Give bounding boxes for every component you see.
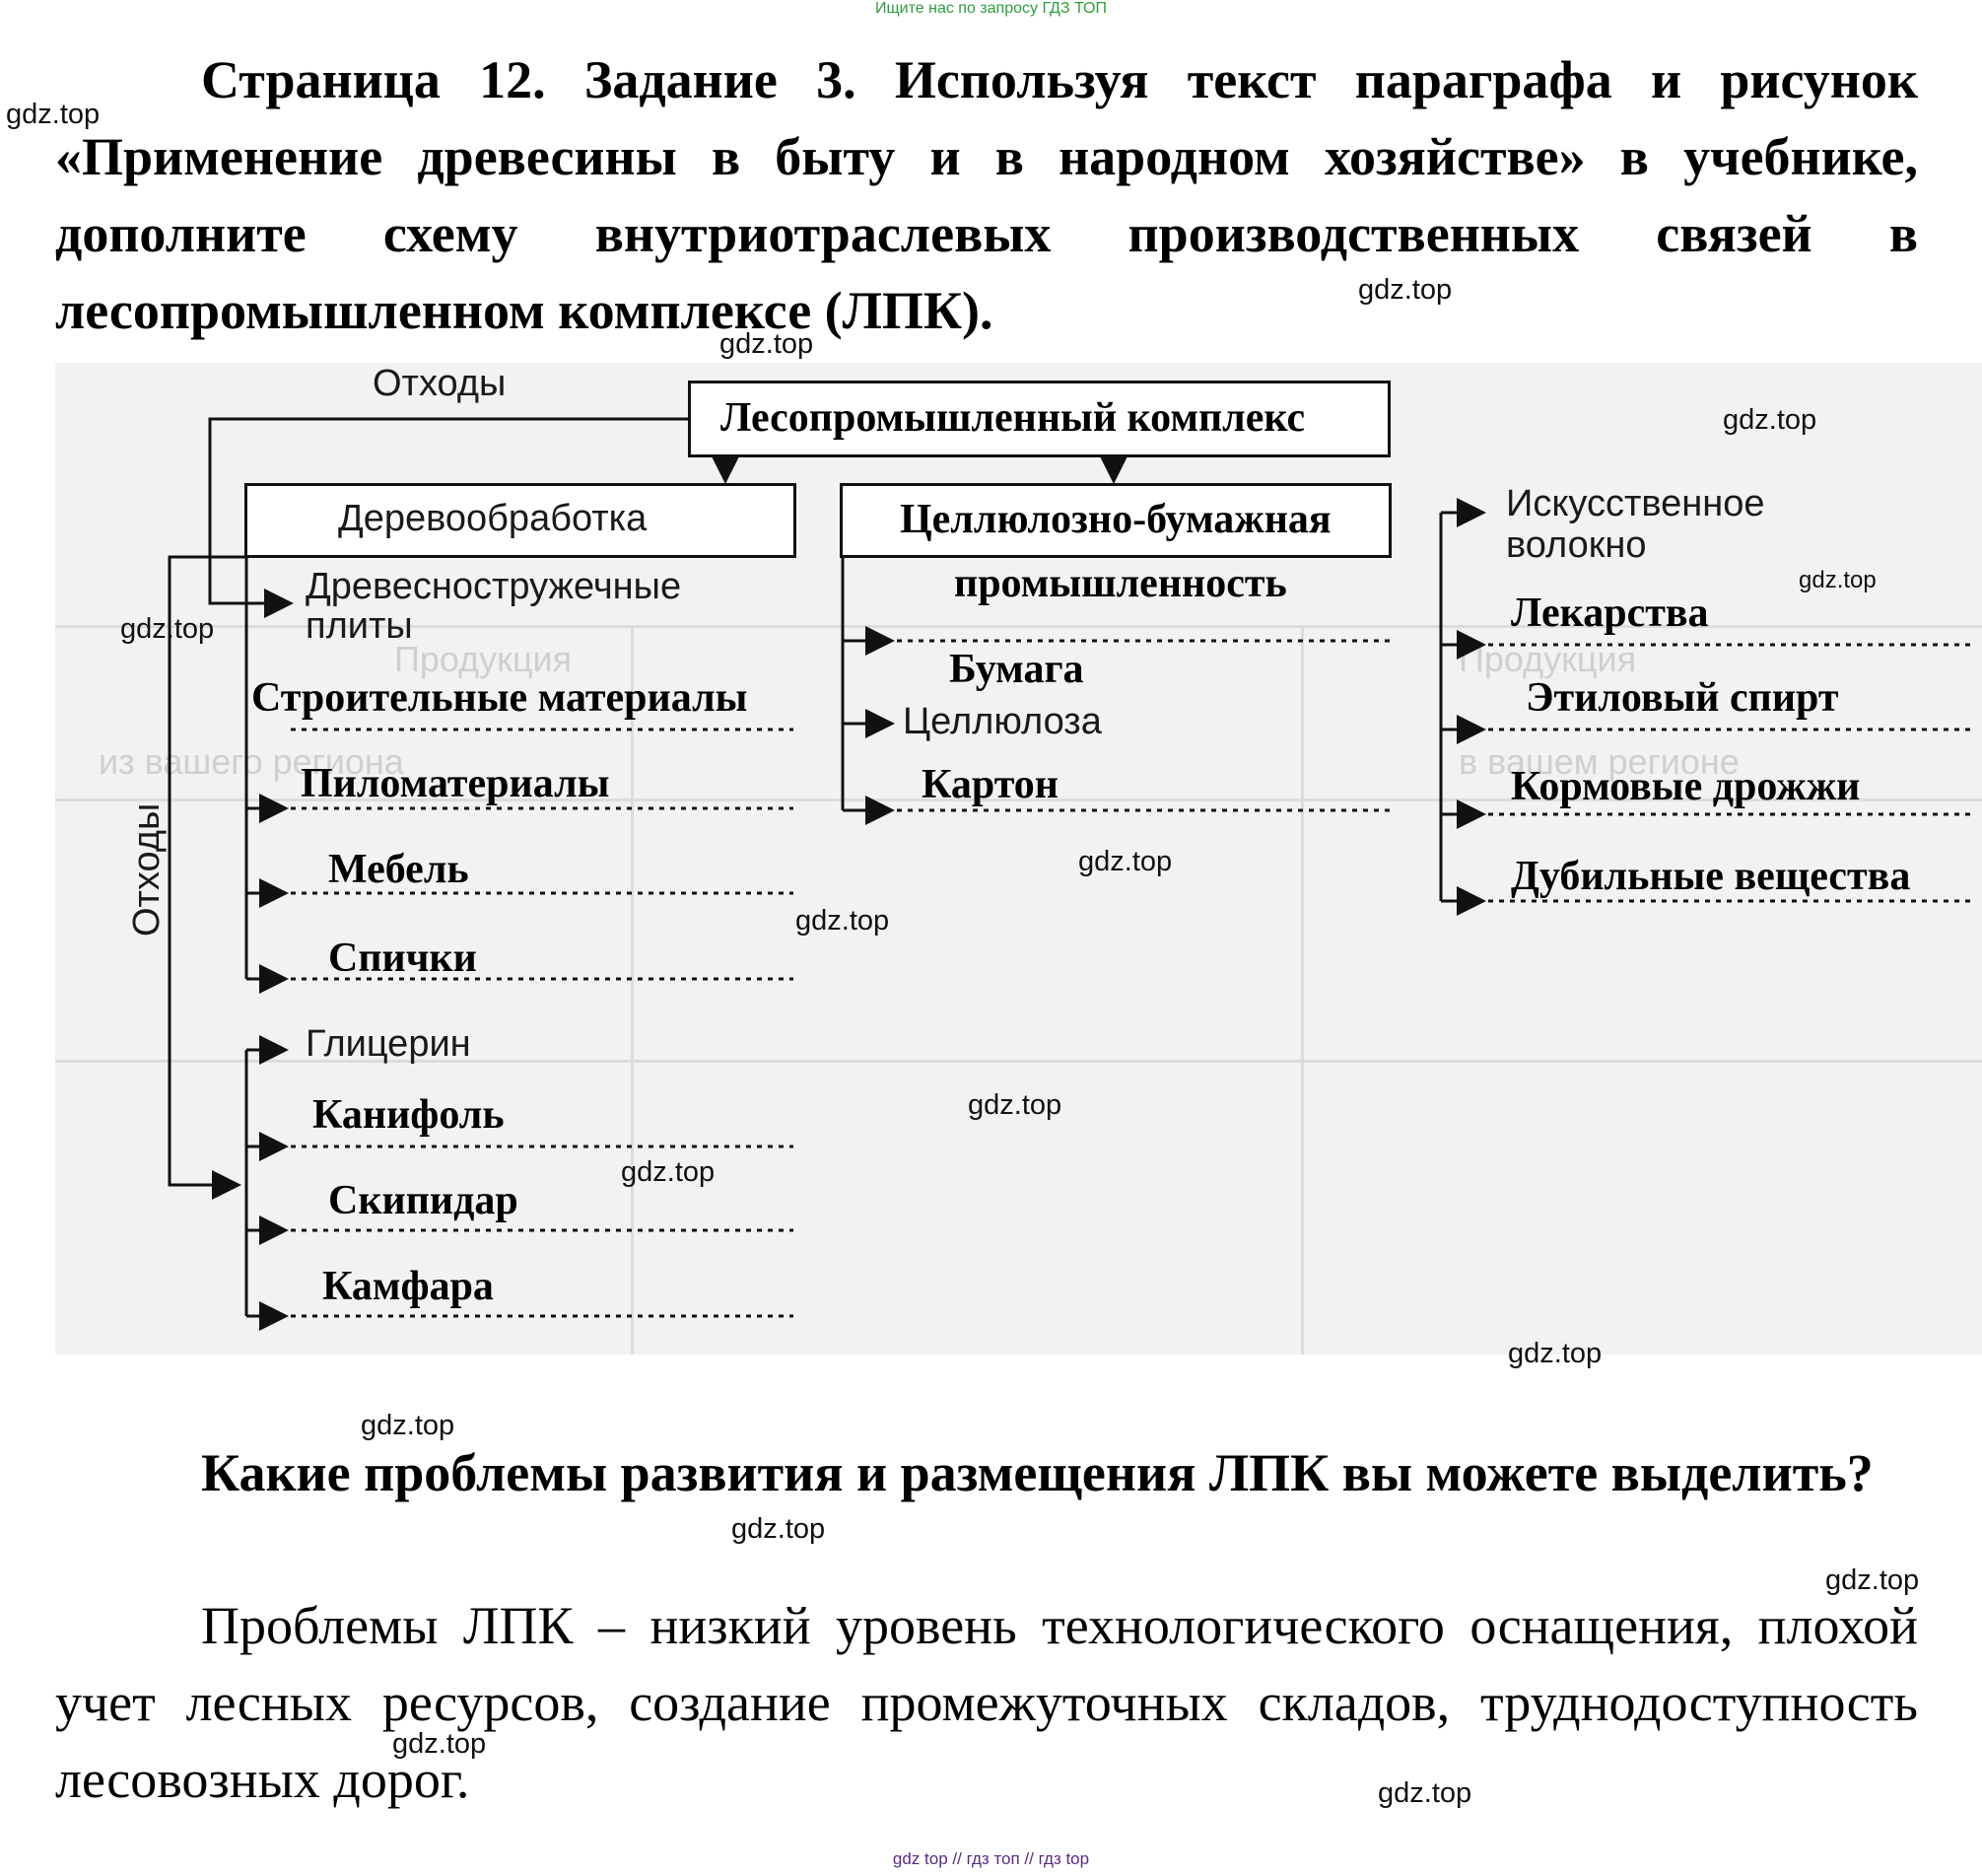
root-label: Лесопромышленный комплекс [720, 395, 1306, 441]
product-feed-yeast: Кормовые дрожжи [1511, 764, 1861, 809]
task-statement: Страница 12. Задание 3. Используя текст … [55, 50, 1918, 340]
answer-text: Проблемы ЛПК – низкий уровень технологич… [55, 1596, 1918, 1809]
pulp-label-line1: Целлюлозно-бумажная [900, 497, 1332, 542]
top-banner[interactable]: Ищите нас по запросу ГДЗ ТОП [875, 0, 1107, 17]
ghost-rule [55, 1060, 1982, 1063]
watermark: gdz.top [1825, 1564, 1920, 1596]
product-medicines: Лекарства [1511, 591, 1709, 636]
root-box: Лесопромышленный комплекс [688, 381, 1391, 457]
product-matches: Спички [328, 936, 477, 981]
watermark: gdz.top [361, 1410, 455, 1441]
waste-label-top: Отходы [373, 363, 507, 404]
product-ethyl-alcohol: Этиловый спирт [1526, 675, 1839, 721]
watermark: gdz.top [392, 1728, 487, 1760]
product-glycerin: Глицерин [306, 1023, 471, 1065]
ghost-rule [631, 625, 634, 1355]
watermark: gdz.top [1078, 846, 1173, 877]
watermark: gdz.top [719, 328, 814, 360]
watermark: gdz.top [621, 1156, 716, 1188]
product-lumber: Пиломатериалы [301, 761, 610, 806]
product-paper: Бумага [949, 647, 1084, 692]
product-camphor: Камфара [322, 1264, 494, 1309]
ghost-text: из вашего региона [99, 741, 404, 782]
watermark: gdz.top [6, 99, 101, 130]
product-rosin: Канифоль [312, 1092, 505, 1138]
product-furniture: Мебель [328, 847, 469, 892]
watermark: gdz.top [968, 1089, 1062, 1121]
woodworking-label: Деревообработка [338, 498, 648, 539]
watermark: gdz.top [731, 1513, 826, 1545]
product-particle-board: Древесностружечные плиты [306, 566, 682, 647]
bottom-banner[interactable]: gdz top // гдз топ // гдз top [892, 1849, 1090, 1868]
watermark: gdz.top [795, 905, 890, 937]
watermark: gdz.top [1799, 567, 1877, 593]
ghost-rule [1301, 625, 1304, 1355]
pulp-label-line2: промышленность [954, 561, 1287, 606]
watermark: gdz.top [1358, 274, 1453, 306]
watermark: gdz.top [1723, 404, 1817, 436]
watermark: gdz.top [120, 613, 215, 645]
pulp-box: Целлюлозно-бумажная [840, 483, 1392, 558]
waste-label-side: Отходы [126, 802, 168, 937]
question-text: Какие проблемы развития и размещения ЛПК… [201, 1443, 1874, 1502]
product-turpentine: Скипидар [328, 1178, 518, 1223]
product-building-materials: Строительные материалы [251, 675, 748, 721]
ghost-rule [55, 799, 1982, 801]
ghost-rule [55, 625, 1982, 628]
product-cellulose: Целлюлоза [903, 701, 1102, 742]
ghost-text: Продукция [394, 639, 573, 679]
product-cardboard: Картон [922, 762, 1059, 807]
ghost-text: в вашем регионе [1459, 741, 1740, 782]
watermark: gdz.top [1508, 1338, 1603, 1369]
product-tanning-agents: Дубильные вещества [1511, 854, 1911, 899]
product-artificial-fiber: Искусственное волокно [1506, 483, 1765, 566]
woodworking-box: Деревообработка [244, 483, 796, 558]
watermark: gdz.top [1378, 1777, 1472, 1809]
